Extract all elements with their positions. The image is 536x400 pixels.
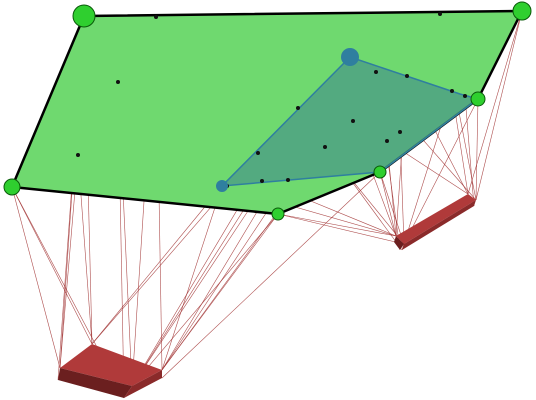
- outer-vertex-6: [3, 178, 21, 196]
- inner-vertices: [216, 48, 359, 192]
- support-block-left: [58, 344, 162, 398]
- support-line-12: [161, 185, 223, 371]
- support-line-29: [379, 171, 397, 237]
- support-block-right: [394, 194, 476, 250]
- inner-vertex-1: [341, 48, 359, 66]
- interior-point-1: [154, 15, 158, 19]
- interior-points: [76, 12, 467, 188]
- inner-polygon: [220, 56, 480, 187]
- block-right-side: [402, 200, 476, 250]
- support-line-19: [161, 171, 381, 379]
- support-line-18: [131, 180, 263, 387]
- outer-vertex-3: [470, 91, 486, 107]
- interior-point-15: [286, 178, 290, 182]
- outer-vertex-5: [271, 207, 285, 221]
- support-line-25: [475, 10, 523, 201]
- block-left-front: [58, 368, 132, 398]
- block-right-front: [394, 236, 404, 250]
- interior-point-8: [296, 106, 300, 110]
- block-right-top: [396, 194, 476, 244]
- support-line-32: [277, 213, 405, 245]
- interior-point-10: [398, 130, 402, 134]
- support-line-27: [475, 98, 479, 201]
- interior-point-18: [463, 94, 467, 98]
- block-left-side: [124, 370, 162, 398]
- support-line-34: [464, 95, 475, 207]
- outer-vertex-1: [72, 4, 96, 28]
- outer-vertex-2: [512, 1, 532, 21]
- support-line-30: [379, 171, 405, 245]
- support-line-28: [403, 98, 479, 245]
- outer-vertex-4: [373, 165, 387, 179]
- inner-vertex-2: [216, 180, 228, 192]
- interior-point-3: [116, 80, 120, 84]
- interior-point-5: [374, 70, 378, 74]
- interior-point-9: [351, 119, 355, 123]
- support-line-10: [131, 213, 279, 387]
- interior-point-13: [256, 151, 260, 155]
- interior-point-7: [450, 89, 454, 93]
- interior-point-2: [438, 12, 442, 16]
- support-line-31: [277, 213, 397, 237]
- support-line-1: [11, 186, 61, 369]
- interior-point-11: [385, 139, 389, 143]
- interior-point-12: [323, 145, 327, 149]
- interior-point-4: [76, 153, 80, 157]
- support-line-11: [91, 185, 223, 345]
- block-left-top: [60, 344, 162, 386]
- interior-point-6: [405, 74, 409, 78]
- interior-point-14: [260, 179, 264, 183]
- support-line-2: [11, 186, 93, 345]
- outer-vertices: [3, 1, 532, 221]
